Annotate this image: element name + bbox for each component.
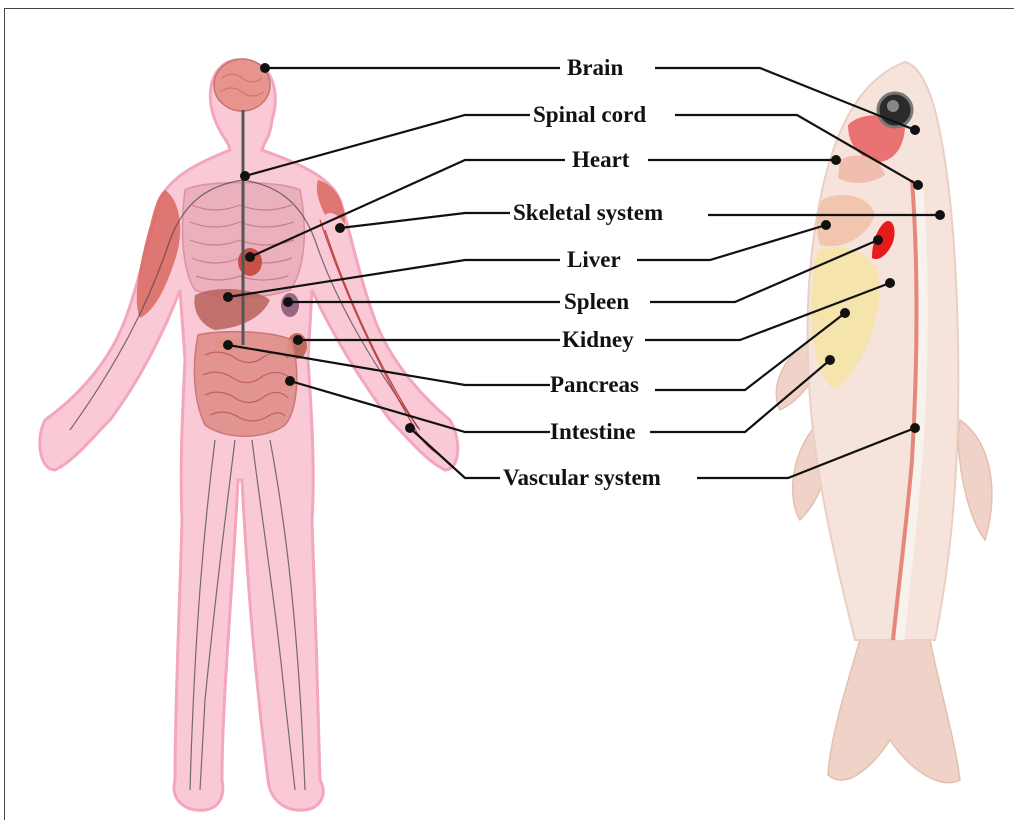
label-vascular-system: Vascular system [503,466,661,489]
fish-eye-pupil [887,100,899,112]
dot-human-spleen [283,297,293,307]
dot-fish-heart [831,155,841,165]
label-spinal-cord: Spinal cord [533,103,646,126]
label-brain: Brain [567,56,623,79]
dot-human-kidney [293,335,303,345]
dot-fish-vascular [910,423,920,433]
dot-human-heart [245,252,255,262]
dot-fish-intestine [825,355,835,365]
dot-fish-brain [910,125,920,135]
dorsal-fin [958,420,992,540]
dot-fish-pancreas [840,308,850,318]
human-figure [40,59,458,810]
dot-fish-spinal-cord [913,180,923,190]
dot-fish-liver [821,220,831,230]
label-heart: Heart [572,148,629,171]
label-intestine: Intestine [550,420,636,443]
caudal-fin [828,640,960,783]
dot-human-liver [223,292,233,302]
label-liver: Liver [567,248,621,271]
skeletal-line-left [340,213,510,228]
dot-fish-kidney [885,278,895,288]
zebrafish-figure [776,62,992,783]
label-pancreas: Pancreas [550,373,639,396]
dot-human-skeletal [335,223,345,233]
label-skeletal-system: Skeletal system [513,201,663,224]
label-kidney: Kidney [562,328,634,351]
dot-human-spinal-cord [240,171,250,181]
dot-human-intestine [285,376,295,386]
dot-fish-spleen [873,235,883,245]
dot-human-pancreas [223,340,233,350]
dot-human-brain [260,63,270,73]
dot-human-vascular [405,423,415,433]
dot-fish-skeletal [935,210,945,220]
liver-line-right [637,225,826,260]
label-spleen: Spleen [564,290,629,313]
